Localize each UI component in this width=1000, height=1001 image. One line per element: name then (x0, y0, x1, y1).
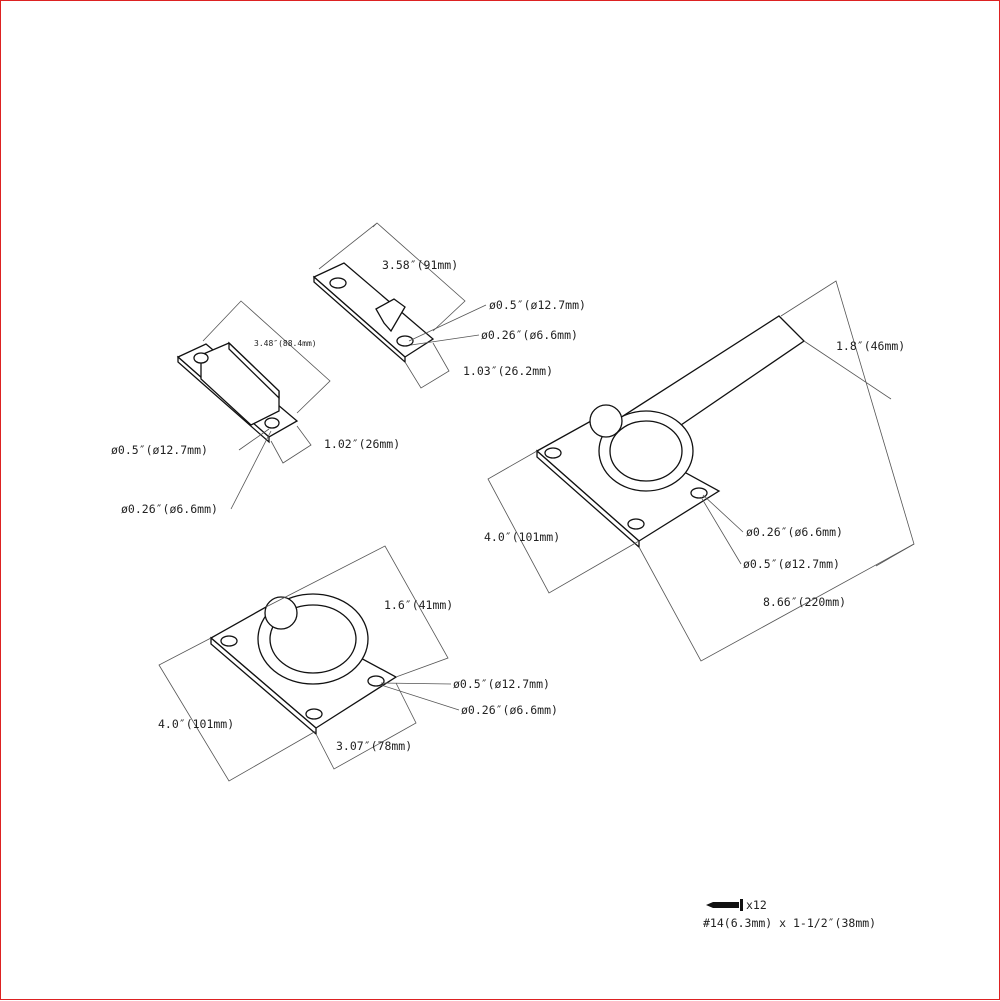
keeper-hole-inner-label: ø0.26″(ø6.6mm) (121, 502, 218, 516)
hasp-total-length-label: 8.66″(220mm) (763, 595, 846, 609)
ring-plate (158, 545, 460, 782)
hasp-height-label: 1.8″(46mm) (836, 339, 905, 353)
keeper-width-label: 1.02″(26mm) (324, 437, 400, 451)
ring-height-label: 1.6″(41mm) (384, 598, 453, 612)
hasp-hole-inner-label: ø0.26″(ø6.6mm) (746, 525, 843, 539)
strike-hole-inner-label: ø0.26″(ø6.6mm) (481, 328, 578, 342)
screw-quantity: x12 (746, 898, 767, 912)
ring-length-label: 4.0″(101mm) (158, 717, 234, 731)
ring-width-label: 3.07″(78mm) (336, 739, 412, 753)
strike-width-label: 1.03″(26.2mm) (463, 364, 553, 378)
ring-hole-inner-label: ø0.26″(ø6.6mm) (461, 703, 558, 717)
screw-spec: #14(6.3mm) x 1-1/2″(38mm) (703, 916, 876, 930)
strike-hole-outer-label: ø0.5″(ø12.7mm) (489, 298, 586, 312)
strike-length-label: 3.58″(91mm) (382, 258, 458, 272)
keeper-hole-outer-label: ø0.5″(ø12.7mm) (111, 443, 208, 457)
bolt-keeper (176, 300, 331, 510)
keeper-length-label: 3.48″(88.4mm) (254, 339, 317, 348)
ring-hole-outer-label: ø0.5″(ø12.7mm) (453, 677, 550, 691)
hasp-bolt (487, 280, 915, 662)
hasp-plate-length-label: 4.0″(101mm) (484, 530, 560, 544)
strike-plate (312, 222, 487, 389)
hasp-hole-outer-label: ø0.5″(ø12.7mm) (743, 557, 840, 571)
screw-icon (706, 899, 743, 911)
